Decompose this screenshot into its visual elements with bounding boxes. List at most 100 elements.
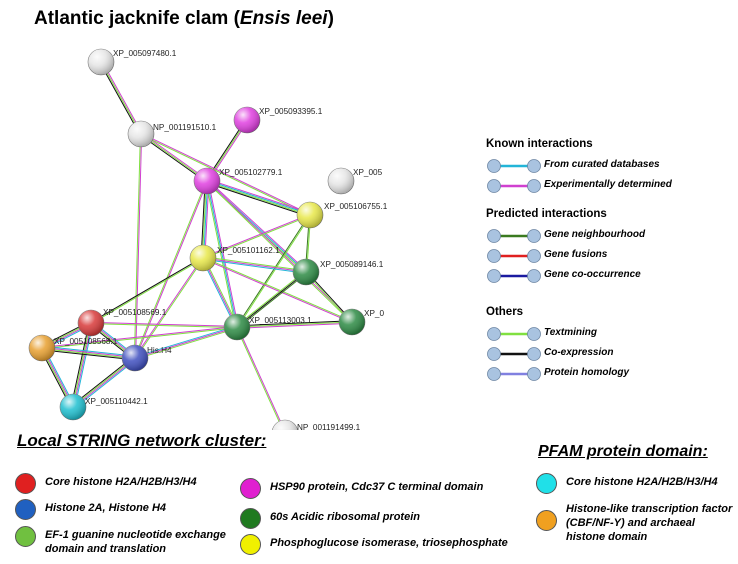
legend-edge-swatch [487, 159, 541, 173]
legend-row: From curated databases [486, 156, 660, 176]
legend-edge-swatch [487, 269, 541, 283]
cluster-item-label: HSP90 protein, Cdc37 C terminal domain [270, 481, 484, 493]
legend-edge-swatch [487, 347, 541, 361]
network-edge [236, 320, 353, 329]
cluster-color-dot [15, 526, 36, 547]
network-node[interactable]: XP_005101162.1 [189, 244, 280, 272]
network-edge [140, 132, 311, 217]
network-node[interactable]: XP_005 [327, 167, 383, 195]
network-node[interactable]: NP_001191499.1 [272, 419, 361, 430]
network-node[interactable]: XP_005106755.1 [296, 201, 388, 229]
legend-row-label: Gene fusions [544, 249, 608, 260]
legend-row: Gene co-occurrence [486, 266, 641, 286]
network-node-label: XP_005093395.1 [259, 107, 323, 116]
legend-known-title: Known interactions [486, 138, 593, 150]
cluster-item-label: EF-1 guanine nucleotide exchange domain … [45, 529, 226, 555]
legend-row-label: Experimentally determined [544, 179, 672, 190]
network-node-label: XP_005113003.1 [249, 316, 312, 325]
legend-row: Co-expression [486, 344, 613, 364]
network-node-label: XP_005108569.1 [103, 308, 167, 317]
network-edge [133, 180, 209, 359]
legend-row-label: Co-expression [544, 347, 614, 358]
network-node-label: XP_005110442.1 [85, 397, 148, 406]
cluster-item-label: Phosphoglucose isomerase, triosephosphat… [270, 537, 508, 549]
legend-predicted-group: Predicted interactions Gene neighbourhoo… [486, 208, 645, 286]
network-edge [202, 256, 307, 274]
legend-row-label: Gene co-occurrence [544, 269, 641, 280]
network-node[interactable]: XP_005113003.1 [223, 313, 312, 341]
pfam-legend-title: PFAM protein domain: [538, 443, 708, 460]
network-node-label: His.H4 [147, 346, 172, 355]
network-edge [206, 178, 311, 218]
network-node-label: XP_005097480.1 [113, 49, 177, 58]
pfam-color-dot [536, 473, 557, 494]
network-node[interactable]: XP_005102779.1 [193, 167, 283, 195]
network-node-label: NP_001191499.1 [297, 423, 361, 430]
network-edge [202, 256, 353, 324]
pfam-item: Core histone H2A/H2B/H3/H4 [536, 473, 736, 494]
legend-row: Gene fusions [486, 246, 607, 266]
network-edge [70, 322, 94, 408]
network-node-label: XP_0 [364, 309, 384, 318]
network-edge [236, 214, 311, 328]
network-node[interactable]: XP_005108569.1 [77, 308, 167, 337]
network-node[interactable]: XP_005110442.1 [59, 393, 148, 421]
network-node[interactable]: XP_005097480.1 [87, 48, 177, 76]
legend-row-label: Gene neighbourhood [544, 229, 646, 240]
network-edge [235, 326, 285, 430]
network-edge [99, 61, 143, 135]
cluster-item: Histone 2A, Histone H4 [15, 499, 235, 520]
cluster-item: HSP90 protein, Cdc37 C terminal domain [240, 478, 520, 499]
legend-row-label: From curated databases [544, 159, 660, 170]
network-edge [205, 180, 239, 328]
cluster-item: Phosphoglucose isomerase, triosephosphat… [240, 534, 530, 555]
network-edge [202, 213, 311, 260]
network-edge [133, 133, 143, 359]
legend-edge-swatch [487, 367, 541, 381]
cluster-color-dot [240, 508, 261, 529]
legend-edge-swatch [487, 179, 541, 193]
legend-row: Protein homology [486, 364, 629, 384]
network-node[interactable]: His.H4 [121, 344, 172, 372]
interaction-network: XP_005097480.1XP_005093395.1NP_001191510… [28, 48, 388, 430]
network-node-label: XP_005106755.1 [324, 202, 388, 211]
network-node-label: XP_005102779.1 [219, 168, 283, 177]
network-edge [41, 325, 238, 350]
network-node[interactable]: XP_005089146.1 [292, 258, 384, 286]
cluster-item: 60s Acidic ribosomal protein [240, 508, 520, 529]
page-title: Atlantic jacknife clam (Ensis leei) [34, 8, 334, 29]
network-node[interactable]: XP_0 [338, 308, 384, 336]
cluster-item-label: 60s Acidic ribosomal protein [270, 511, 420, 523]
network-node[interactable]: NP_001191510.1 [127, 120, 217, 148]
network-edge [206, 180, 353, 323]
legend-edge-swatch [487, 229, 541, 243]
network-node-label: XP_005101162.1 [217, 246, 280, 255]
cluster-color-dot [240, 478, 261, 499]
network-node-label: NP_001191510.1 [153, 123, 217, 132]
network-node-label: XP_005108568.1 [54, 337, 118, 346]
legend-row: Gene neighbourhood [486, 226, 645, 246]
network-edge [90, 257, 204, 324]
legend-others-title: Others [486, 306, 524, 318]
network-node[interactable]: XP_005108568.1 [28, 334, 118, 362]
network-edge [134, 257, 204, 359]
pfam-item-label: Histone-like transcription factor (CBF/N… [566, 503, 733, 543]
cluster-color-dot [15, 499, 36, 520]
network-node[interactable]: XP_005093395.1 [233, 106, 323, 134]
cluster-item-label: Core histone H2A/H2B/H3/H4 [45, 476, 197, 488]
legend-predicted-title: Predicted interactions [486, 208, 607, 220]
network-edge [41, 345, 136, 361]
network-node-label: XP_005089146.1 [320, 260, 384, 269]
legend-known-group: Known interactions From curated database… [486, 138, 672, 196]
network-edge [134, 325, 238, 360]
network-node-label: XP_005 [353, 168, 383, 177]
cluster-color-dot [240, 534, 261, 555]
legend-row-label: Protein homology [544, 367, 629, 378]
pfam-item-label: Core histone H2A/H2B/H3/H4 [566, 476, 718, 488]
legend-edge-swatch [487, 327, 541, 341]
legend-row-label: Textmining [544, 327, 597, 338]
legend-row: Experimentally determined [486, 176, 672, 196]
cluster-color-dot [15, 473, 36, 494]
pfam-item: Histone-like transcription factor (CBF/N… [536, 500, 736, 544]
